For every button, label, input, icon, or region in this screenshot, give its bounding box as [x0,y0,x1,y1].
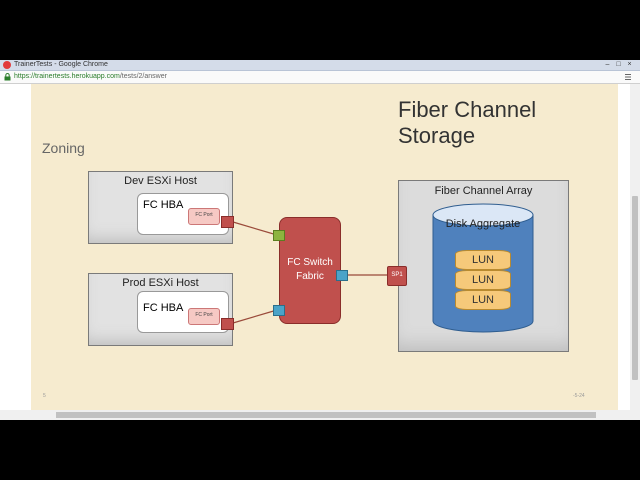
dev-fc-port: FC Port [188,208,220,225]
horizontal-scrollbar[interactable] [0,410,630,420]
switch-port-green [273,230,285,241]
switch-port-blue-array [336,270,348,281]
slide-subtitle: Zoning [42,140,85,156]
connection-lines [232,221,387,324]
dev-host-label: Dev ESXi Host [124,175,197,187]
lun-1: LUN [455,250,511,270]
horizontal-scroll-thumb[interactable] [56,412,596,418]
page-viewport: Fiber Channel Storage Zoning Dev ESXi Ho… [0,84,640,410]
slide-title: Fiber Channel Storage [398,97,537,148]
lun-2: LUN [455,270,511,290]
prod-host-label: Prod ESXi Host [122,277,199,289]
address-bar[interactable]: https://trainertests.herokuapp.com/tests… [0,71,640,84]
chrome-icon [3,61,11,69]
switch-port-blue-prod [273,305,285,316]
url-path: /tests/2/answer [119,73,167,80]
slide: Fiber Channel Storage Zoning Dev ESXi Ho… [31,84,618,410]
prod-esxi-host: Prod ESXi Host FC HBA FC Port [88,273,234,346]
prod-fc-port: FC Port [188,308,220,325]
window-title: TrainerTests - Google Chrome [14,61,108,68]
close-button[interactable]: × [627,61,632,68]
slide-footer-code: -5-24 [573,393,585,399]
dev-hba-label: FC HBA [143,199,184,211]
url-text[interactable]: https://trainertests.herokuapp.com/tests… [14,71,167,83]
sp1-port: SP1 [387,266,407,286]
maximize-button[interactable]: □ [616,61,621,68]
prod-hba-label: FC HBA [143,302,184,314]
browser-window: TrainerTests - Google Chrome – □ × https… [0,60,640,420]
array-label: Fiber Channel Array [434,185,533,197]
vertical-scroll-thumb[interactable] [632,196,638,380]
dev-fc-hba: FC HBA FC Port [137,193,229,235]
url-host: https://trainertests.herokuapp.com [14,73,120,80]
fiber-channel-array: Fiber Channel Array Disk Aggregate LUN L… [398,180,569,352]
disk-aggregate-label: Disk Aggregate [445,218,521,230]
switch-label: FC Switch Fabric [287,257,333,282]
prod-fc-hba: FC HBA FC Port [137,291,229,333]
slide-number: 5 [43,393,46,399]
dev-esxi-host: Dev ESXi Host FC HBA FC Port [88,171,234,244]
title-bar: TrainerTests - Google Chrome – □ × [0,60,640,71]
fc-switch-fabric: FC Switch Fabric [279,217,341,324]
minimize-button[interactable]: – [605,61,610,68]
dev-port-connector [221,216,234,228]
vertical-scrollbar[interactable] [630,84,640,410]
menu-icon[interactable] [624,73,632,81]
lock-icon [4,73,11,81]
prod-port-connector [221,318,234,330]
lun-3: LUN [455,290,511,310]
